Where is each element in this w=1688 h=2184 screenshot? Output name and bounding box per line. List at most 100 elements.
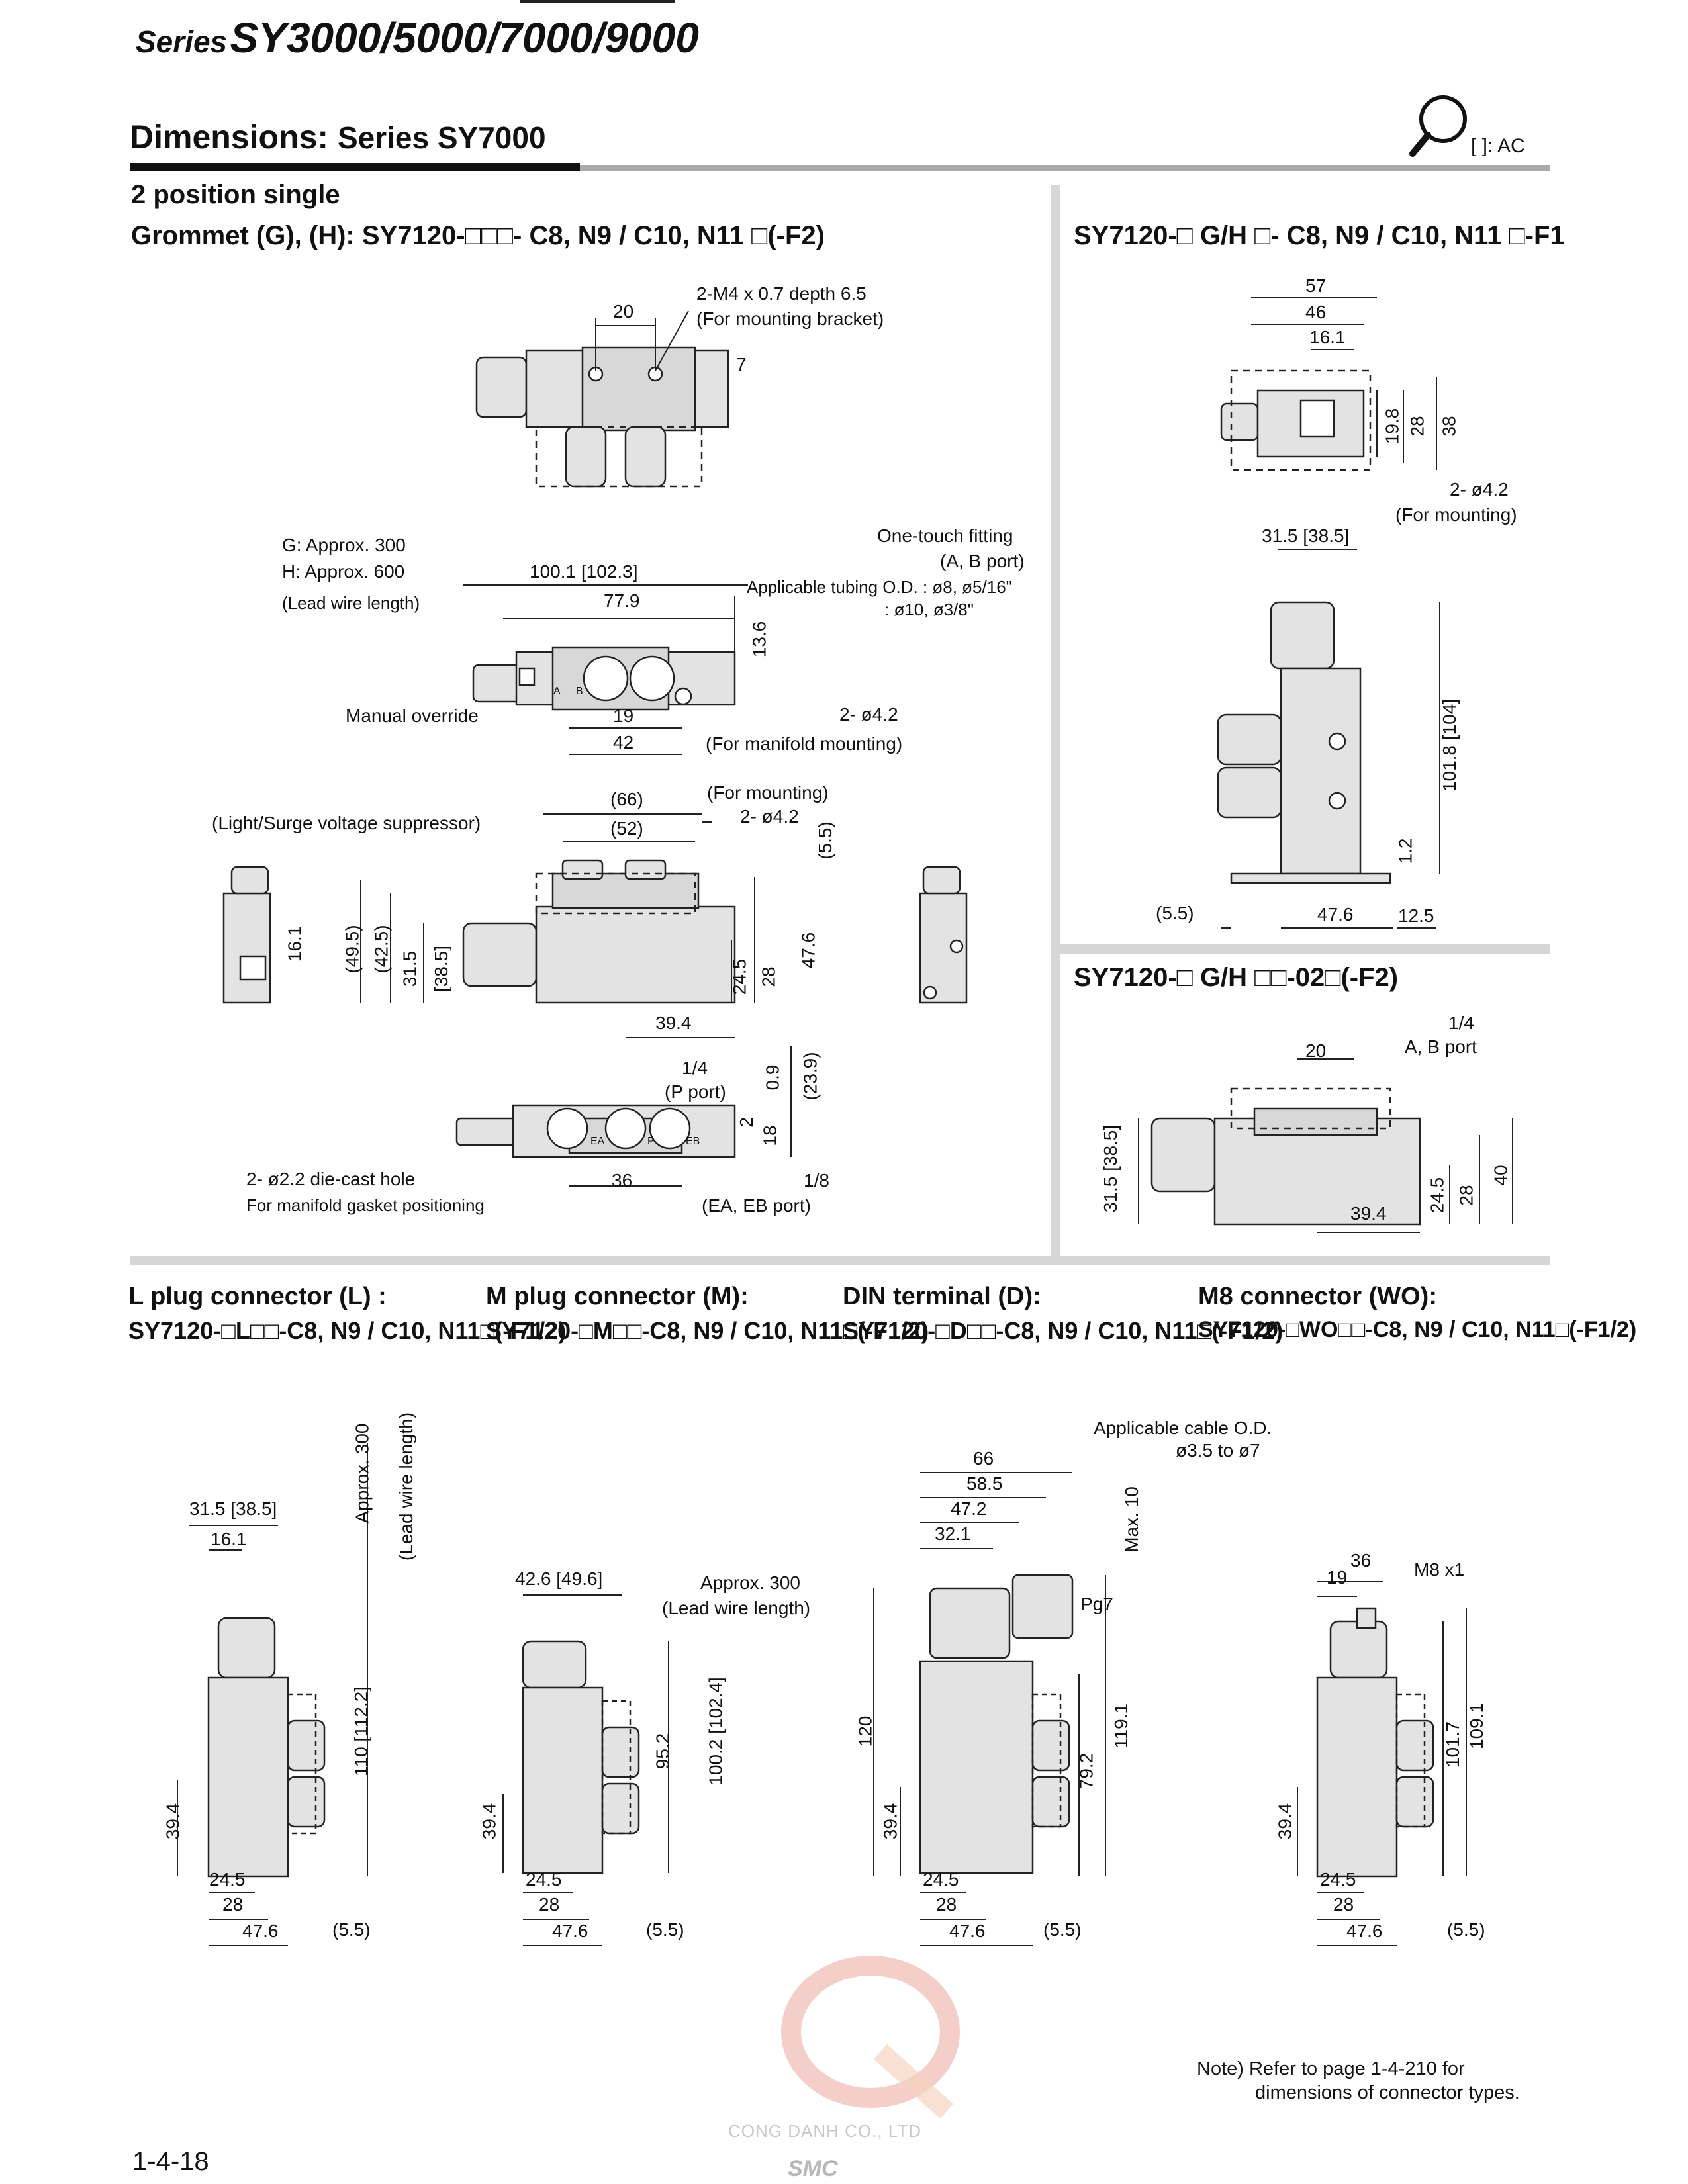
g26-label: 16.1 [284, 925, 305, 962]
port02-side-view [1150, 1087, 1421, 1226]
grommet-front-view [472, 646, 736, 711]
l9-label: 47.6 [242, 1921, 279, 1941]
g45-label: (EA, EB port) [702, 1195, 811, 1216]
m10-label: (5.5) [646, 1919, 684, 1940]
g40-label: 18 [759, 1125, 780, 1146]
f6-label: 38 [1438, 416, 1460, 437]
d1-label: Applicable cable O.D. [1094, 1418, 1272, 1438]
f1-side-view [1217, 601, 1391, 884]
l10-label: (5.5) [332, 1919, 371, 1940]
l7-label: 24.5 [209, 1869, 246, 1889]
heading-m8: M8 connector (WO): [1198, 1283, 1437, 1310]
l3-label: Approx. 300 [352, 1423, 373, 1524]
f9-label: 31.5 [38.5] [1262, 525, 1350, 546]
d6-label: 32.1 [935, 1524, 971, 1544]
l1-label: 31.5 [38.5] [189, 1498, 277, 1519]
right-divider [1060, 944, 1550, 954]
g32-label: 28 [758, 966, 779, 987]
bottom-divider [130, 1256, 1550, 1265]
model-m-plug: SY7120-□M□□-C8, N9 / C10, N11□(-F1/2) [486, 1317, 929, 1344]
heading-m-plug: M plug connector (M): [486, 1283, 749, 1310]
g46-label: EA [590, 1136, 605, 1147]
d9-label: 120 [855, 1715, 876, 1747]
g12-label: (A, B port) [940, 551, 1025, 571]
g28-label: (42.5) [371, 925, 392, 974]
w1-label: 36 [1350, 1550, 1372, 1570]
grommet-side-view [462, 859, 736, 1004]
w6-label: 39.4 [1274, 1803, 1295, 1840]
p8-label: 39.4 [1350, 1203, 1387, 1224]
series-models: SY3000/5000/7000/9000 [230, 14, 699, 62]
g29-label: 31.5 [399, 950, 420, 987]
w5-label: 109.1 [1466, 1702, 1487, 1750]
f1-top-view [1220, 369, 1372, 471]
g16-label: 19 [613, 705, 634, 726]
magnifier-icon [1409, 95, 1467, 157]
g35-label: 1/4 [682, 1058, 708, 1078]
grommet-top-view [475, 346, 729, 488]
g19-label: (For manifold mounting) [706, 733, 903, 754]
watermark-company: CONG DANH CO., LTD [728, 2121, 921, 2141]
conn-d-view [919, 1574, 1074, 1874]
g1-label: 2-M4 x 0.7 depth 6.5 [696, 283, 867, 304]
m8-label: 28 [539, 1894, 560, 1915]
d14-label: 28 [936, 1894, 957, 1915]
model-l-plug: SY7120-□L□□-C8, N9 / C10, N11□(-F1/2) [128, 1317, 567, 1344]
g20-label: (Light/Surge voltage suppressor) [212, 813, 481, 833]
l4-label: (Lead wire length) [396, 1412, 417, 1561]
series-header: Series SY3000/5000/7000/9000 [136, 13, 699, 62]
m9-label: 47.6 [552, 1921, 588, 1941]
w9-label: 47.6 [1346, 1921, 1383, 1941]
model-din: SY7120-□D□□-C8, N9 / C10, N11□(-F1/2) [843, 1317, 1284, 1344]
f10-label: 101.8 [104] [1439, 698, 1460, 792]
w7-label: 24.5 [1320, 1869, 1356, 1889]
m6-label: 39.4 [479, 1803, 500, 1840]
g14-label: : ø10, ø3/8" [884, 600, 974, 619]
g31-label: 24.5 [729, 958, 750, 995]
g30-label: [38.5] [431, 945, 452, 993]
f2-label: 46 [1305, 302, 1327, 322]
l6-label: 39.4 [162, 1803, 183, 1840]
conn-w-view [1316, 1607, 1434, 1878]
heading-grommet: Grommet (G), (H): SY7120-□□□- C8, N9 / C… [131, 221, 825, 250]
l8-label: 28 [222, 1894, 244, 1915]
d7-label: Max. 10 [1121, 1486, 1142, 1553]
f11-label: 1.2 [1395, 838, 1416, 864]
d13-label: 24.5 [923, 1869, 959, 1889]
l5-label: 110 [112.2] [350, 1686, 371, 1776]
g5-label: G: Approx. 300 [282, 535, 406, 555]
watermark-q-logo [781, 1956, 960, 2119]
g8-label: 100.1 [102.3] [530, 561, 638, 582]
p7-label: 40 [1490, 1165, 1511, 1186]
title-lead: Dimensions: [130, 118, 329, 156]
l2-label: 16.1 [211, 1529, 247, 1549]
d11-label: 79.2 [1076, 1752, 1097, 1790]
d16-label: (5.5) [1043, 1919, 1082, 1940]
f5-label: 28 [1407, 416, 1428, 437]
d10-label: 119.1 [1111, 1704, 1131, 1749]
g7-label: (Lead wire length) [282, 593, 420, 613]
p5-label: 24.5 [1427, 1177, 1448, 1214]
d12-label: 39.4 [880, 1803, 901, 1840]
g18-label: 2- ø4.2 [839, 704, 898, 725]
g37-label: 0.9 [762, 1064, 783, 1091]
p3-label: 20 [1305, 1040, 1327, 1061]
ac-bracket-label: [ ]: AC [1471, 135, 1525, 157]
m7-label: 24.5 [526, 1869, 562, 1889]
g39-label: 2 [735, 1117, 757, 1128]
d8-label: Pg7 [1080, 1594, 1113, 1614]
d15-label: 47.6 [949, 1921, 986, 1941]
grommet-bottom-view [455, 1104, 736, 1158]
g44-label: 1/8 [804, 1170, 829, 1191]
title-bar-gray [580, 165, 1550, 171]
d5-label: 47.2 [951, 1498, 987, 1519]
f8-label: (For mounting) [1395, 504, 1517, 525]
heading-02: SY7120-□ G/H □□-02□(-F2) [1074, 963, 1399, 992]
g23-label: (For mounting) [707, 782, 829, 803]
grommet-end-views [222, 866, 968, 1004]
g41-label: 2- ø2.2 die-cast hole [246, 1169, 416, 1189]
f3-label: 16.1 [1309, 327, 1346, 347]
title-bar-black [130, 163, 580, 171]
g10-label: 13.6 [749, 621, 770, 658]
g34-label: 39.4 [655, 1013, 692, 1033]
